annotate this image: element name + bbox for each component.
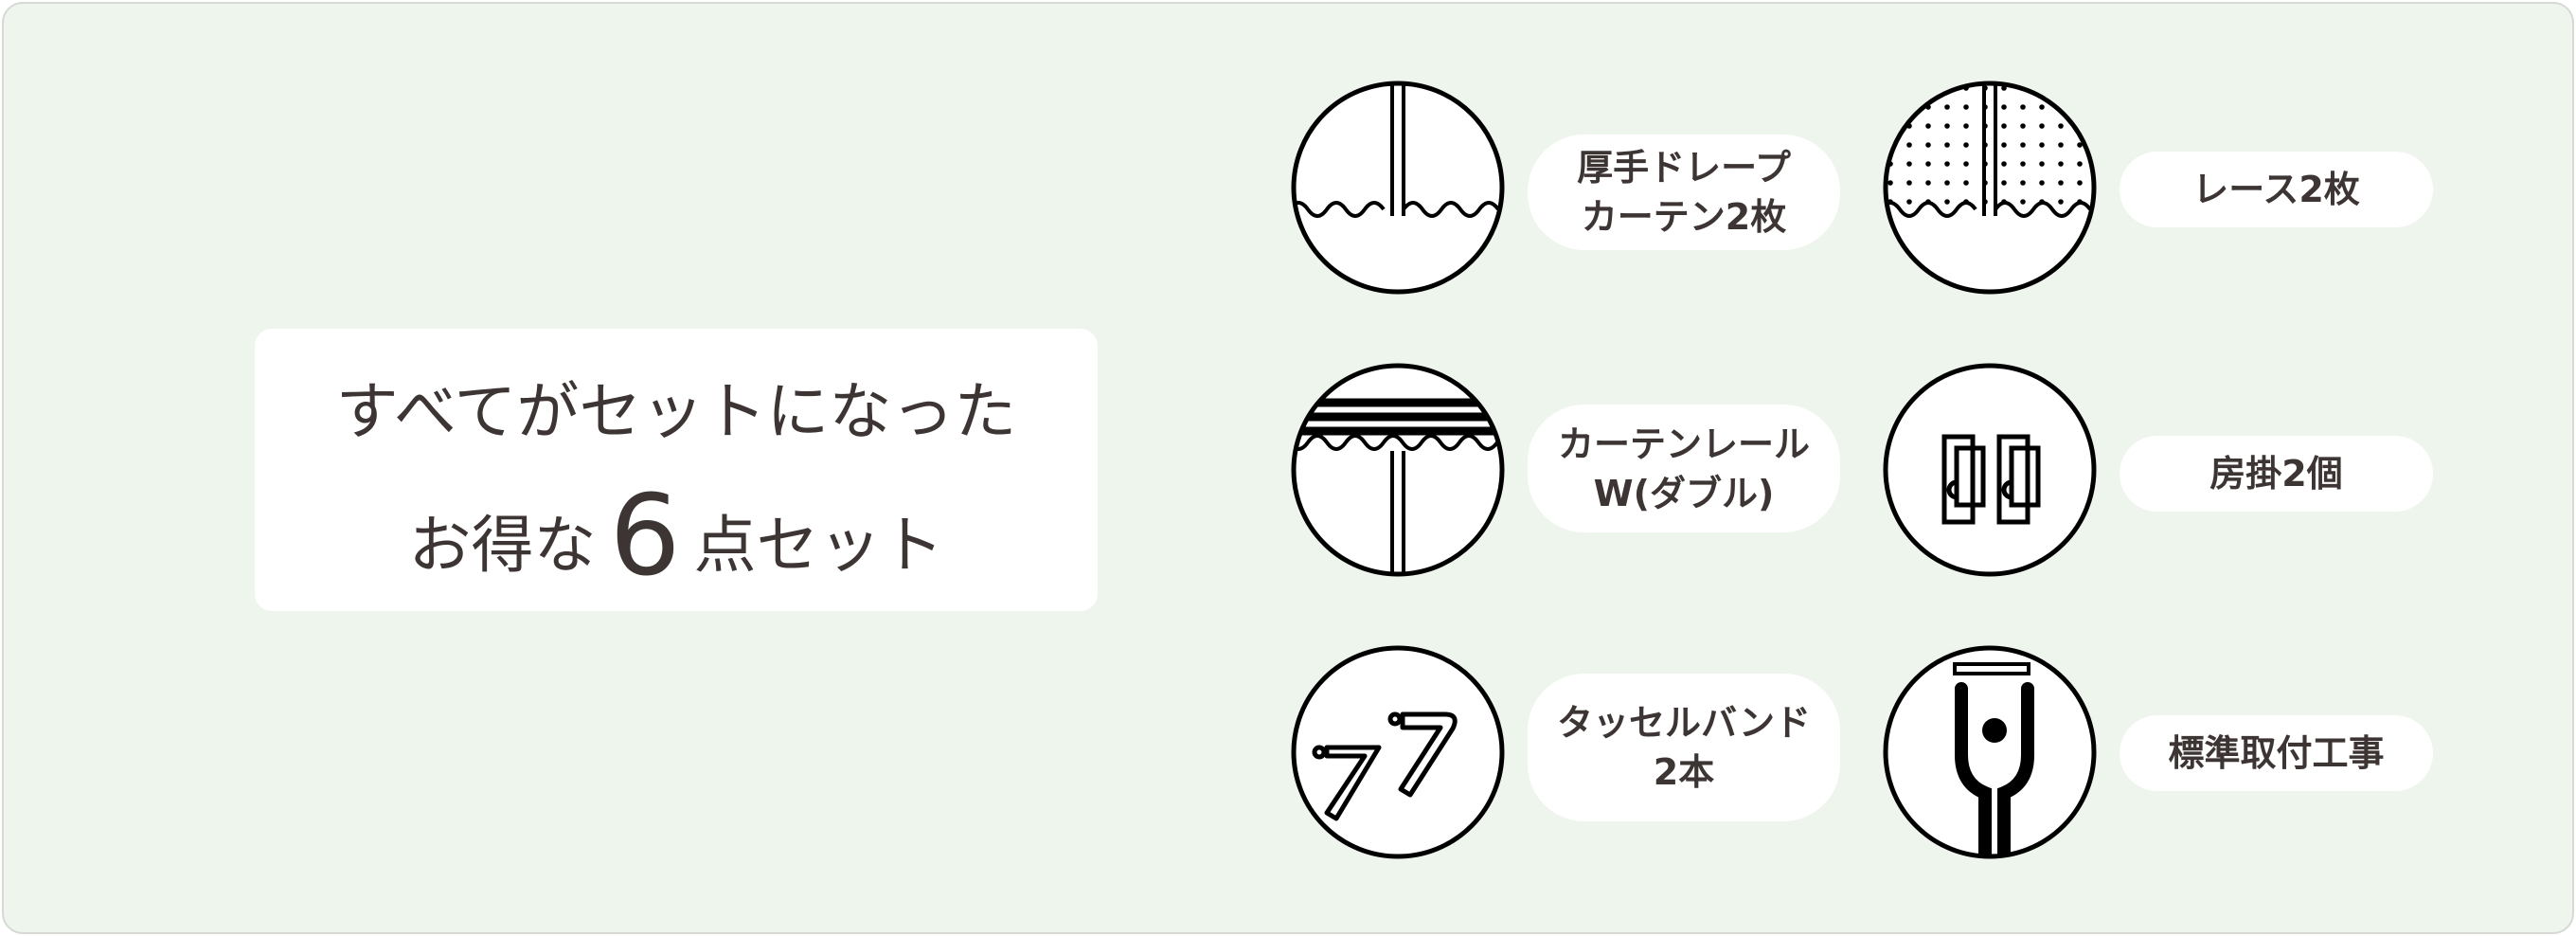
item-line1: 房掛2個: [2209, 453, 2343, 495]
item-line1: カーテンレール: [1557, 423, 1810, 465]
item-tassel-label: タッセルバンド 2本: [1528, 674, 1840, 821]
item-line2: カーテン2枚: [1581, 196, 1787, 238]
item-line1: タッセルバンド: [1557, 702, 1811, 744]
item-line1: レース2枚: [2192, 169, 2360, 210]
lace-curtain-icon: [1883, 81, 2097, 295]
headline-prefix: お得な: [408, 509, 597, 582]
item-lace-label: レース2枚: [2120, 152, 2433, 227]
installation-icon: [1883, 645, 2097, 859]
item-line1: 厚手ドレープ: [1577, 147, 1791, 189]
headline-suffix: 点セット: [693, 509, 944, 582]
headline-line1: すべてがセットになった: [335, 375, 1017, 448]
tassel-band-icon: [1291, 645, 1505, 859]
item-line1: 標準取付工事: [2168, 732, 2385, 774]
item-line2: 2本: [1653, 751, 1715, 793]
item-line2: W(ダブル): [1593, 472, 1775, 514]
item-rail-label: カーテンレール W(ダブル): [1528, 405, 1840, 532]
item-tieback-label: 房掛2個: [2120, 436, 2433, 512]
curtain-rail-icon: [1291, 363, 1505, 577]
tieback-hook-icon: [1883, 363, 2097, 577]
item-drape-label: 厚手ドレープカーテン2枚: [1528, 135, 1840, 250]
headline-count: 6: [609, 470, 681, 601]
drape-curtain-icon: [1291, 81, 1505, 295]
item-installation-label: 標準取付工事: [2120, 715, 2433, 791]
